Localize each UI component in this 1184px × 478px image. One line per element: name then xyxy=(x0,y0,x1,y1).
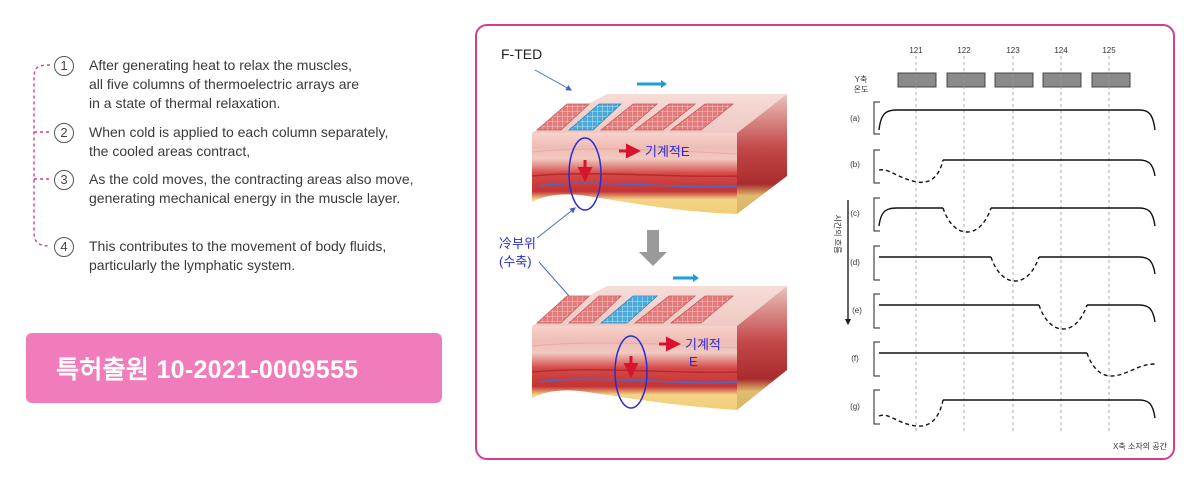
steps-panel: 1 After generating heat to relax the mus… xyxy=(0,0,460,478)
x-axis-label: X축 소자의 공간 xyxy=(1113,441,1168,451)
down-arrow-icon xyxy=(639,230,667,266)
time-axis-label: 시간의 흐름 xyxy=(833,214,843,253)
waveform-c-warm-1 xyxy=(878,207,943,227)
row-label: (c) xyxy=(850,209,860,218)
row-label: (b) xyxy=(850,160,860,169)
step-text: As the cold moves, the contracting areas… xyxy=(89,170,414,208)
patent-badge: 특허출원 10-2021-0009555 xyxy=(26,333,442,403)
step-2: 2 When cold is applied to each column se… xyxy=(54,123,388,161)
step-line: This contributes to the movement of body… xyxy=(89,238,387,254)
cold-area-sublabel: (수축) xyxy=(499,254,532,269)
waveform-d-warm-2 xyxy=(1039,256,1156,275)
waveform-f-cold xyxy=(1086,352,1156,377)
waveform-c-cold xyxy=(942,207,992,233)
waveform-d-cold xyxy=(990,256,1040,282)
step-text: This contributes to the movement of body… xyxy=(89,237,386,275)
column-number: 122 xyxy=(957,46,971,55)
step-line: After generating heat to relax the muscl… xyxy=(89,57,353,73)
skin-block-bottom xyxy=(531,274,787,410)
mech-energy-label-bottom-e: E xyxy=(689,354,698,369)
step-line: particularly the lymphatic system. xyxy=(89,257,296,273)
step-line: in a state of thermal relaxation. xyxy=(89,95,281,111)
waveform-g-cold xyxy=(878,399,944,427)
element-125 xyxy=(1091,72,1131,88)
cold-area-label: 冷부위 xyxy=(499,236,536,251)
y-axis-label: Y축 xyxy=(855,75,868,84)
waveform-b-cold xyxy=(878,159,944,184)
row-label: (f) xyxy=(851,354,859,363)
row-label: (d) xyxy=(850,258,860,267)
diagram-canvas: F-TED 기계적E 冷부위 (수축) 기계적 xyxy=(499,46,1168,451)
column-number: 124 xyxy=(1054,46,1068,55)
column-number: 125 xyxy=(1102,46,1116,55)
element-121 xyxy=(897,72,937,88)
waveform-b-warm xyxy=(943,159,1156,177)
diagram-frame: F-TED 기계적E 冷부위 (수축) 기계적 xyxy=(475,24,1175,460)
row-label: (g) xyxy=(850,402,860,411)
step-line: the cooled areas contract, xyxy=(89,143,251,159)
column-number: 121 xyxy=(909,46,923,55)
mech-energy-label-bottom: 기계적 xyxy=(685,337,721,352)
step-line: When cold is applied to each column sepa… xyxy=(89,124,389,140)
y-axis-sublabel: 온도 xyxy=(854,85,869,94)
step-text: When cold is applied to each column sepa… xyxy=(89,123,388,161)
waveform-a xyxy=(878,109,1156,131)
step-text: After generating heat to relax the muscl… xyxy=(89,56,359,113)
step-number: 4 xyxy=(54,237,74,257)
element-122 xyxy=(946,72,986,88)
step-4: 4 This contributes to the movement of bo… xyxy=(54,237,386,275)
step-number: 3 xyxy=(54,170,74,190)
skin-block-top xyxy=(531,80,787,214)
step-line: As the cold moves, the contracting areas… xyxy=(89,171,414,187)
element-blocks xyxy=(897,72,1131,88)
waveform-e-warm-2 xyxy=(1087,304,1156,323)
column-number: 123 xyxy=(1006,46,1020,55)
element-124 xyxy=(1042,72,1082,88)
row-label: (a) xyxy=(850,114,860,123)
waveform-c-warm-2 xyxy=(991,207,1156,227)
step-line: all five columns of thermoelectric array… xyxy=(89,76,359,92)
waveform-e-cold xyxy=(1038,304,1088,330)
step-1: 1 After generating heat to relax the mus… xyxy=(54,56,359,113)
fted-label: F-TED xyxy=(501,46,542,62)
steps-bracket xyxy=(33,64,51,247)
step-3: 3 As the cold moves, the contracting are… xyxy=(54,170,414,208)
column-guides xyxy=(915,56,1110,434)
waveform-g-warm xyxy=(943,399,1156,419)
timing-diagram: 121 122 123 124 125 Y축 온도 xyxy=(833,46,1168,451)
step-number: 2 xyxy=(54,123,74,143)
waveforms xyxy=(878,109,1156,427)
step-line: generating mechanical energy in the musc… xyxy=(89,190,401,206)
row-frames xyxy=(873,101,880,425)
element-123 xyxy=(994,72,1034,88)
row-label: (e) xyxy=(852,306,862,315)
step-number: 1 xyxy=(54,56,74,76)
mech-energy-label-top: 기계적E xyxy=(645,144,690,159)
